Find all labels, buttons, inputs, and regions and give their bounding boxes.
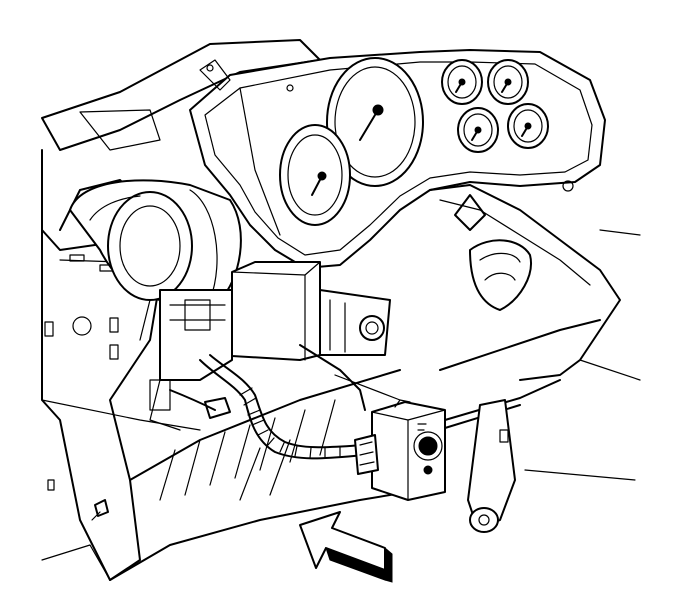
small-gauges	[441, 59, 549, 153]
hanging-strap	[467, 399, 516, 533]
hvac-duct	[69, 179, 242, 301]
lower-frame	[109, 344, 421, 581]
center-module	[149, 261, 391, 431]
headlamp-switch	[354, 379, 561, 501]
instrument-cluster	[189, 49, 606, 269]
wiring-harness	[169, 354, 366, 460]
right-bracket	[429, 184, 641, 481]
speedometer-gauge	[326, 57, 424, 187]
direction-arrow-icon	[299, 511, 393, 583]
headlamp-knob-icon	[418, 436, 438, 456]
tachometer-gauge	[279, 124, 351, 226]
